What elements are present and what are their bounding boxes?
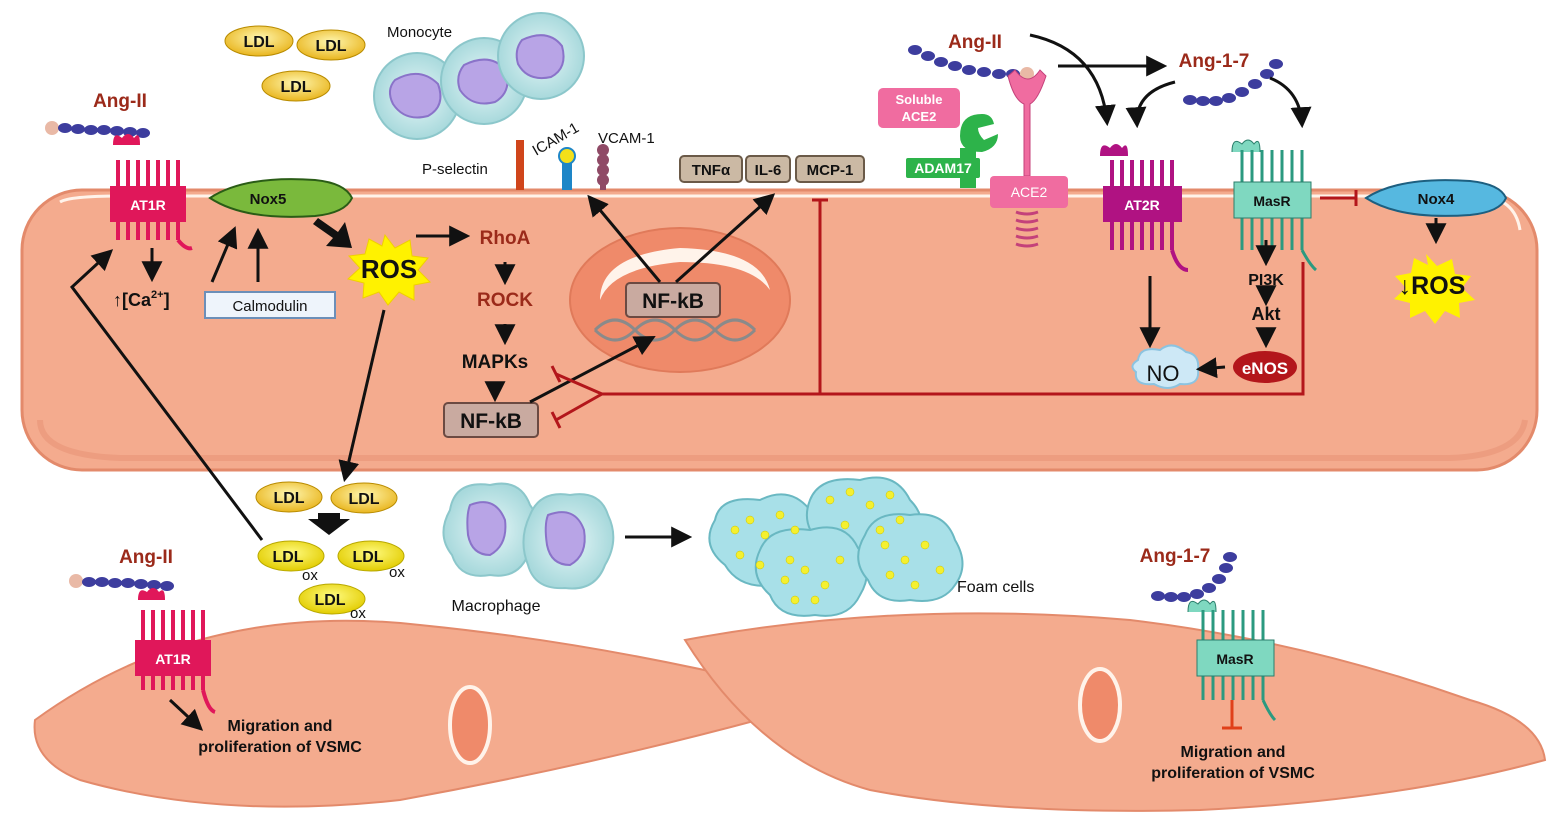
akt-label: Akt	[1251, 304, 1280, 324]
nox4-label: Nox4	[1418, 191, 1455, 208]
ang17-peptide-top	[1183, 59, 1283, 106]
adam17-label: ADAM17	[914, 160, 972, 176]
pselectin-icon	[516, 140, 524, 190]
macrophage-icon	[442, 482, 615, 590]
vsmc-left	[33, 619, 834, 808]
foam-cells-label: Foam cells	[957, 579, 1034, 596]
il6-label: IL-6	[755, 162, 782, 179]
vsmc-left-nucleus	[448, 685, 492, 765]
ace2-receptor-icon	[990, 69, 1068, 248]
monocyte-icon	[373, 12, 585, 140]
nfkb-cyto-label: NF-kB	[460, 410, 522, 433]
ang2-top-label: Ang-II	[948, 32, 1002, 53]
mcp1-box	[795, 155, 865, 183]
dna-icon	[593, 318, 757, 342]
nox5-icon	[208, 178, 354, 218]
mcp1-label: MCP-1	[807, 162, 854, 179]
ldl-top-3: LDL	[280, 79, 311, 96]
calmodulin-label: Calmodulin	[232, 298, 307, 315]
at1r-bottom-label: AT1R	[155, 651, 191, 667]
ldl-top-group	[224, 25, 366, 102]
ldl-top-2: LDL	[315, 38, 346, 55]
adam17-box	[906, 158, 980, 178]
soluble-ace2-label-1: Soluble	[896, 92, 943, 107]
ldl-top-1: LDL	[243, 34, 274, 51]
ace2-label: ACE2	[1011, 184, 1048, 200]
ang2-bottom-label: Ang-II	[119, 547, 173, 568]
tnf-box	[679, 155, 743, 183]
activation-arrows	[69, 33, 1447, 731]
cell-shadow	[37, 419, 1528, 461]
inhibition-bottom	[1222, 700, 1242, 730]
ros-burst-icon	[346, 233, 432, 306]
ldl-oxidation-arrow	[308, 513, 350, 535]
mapks-label: MAPKs	[462, 352, 529, 373]
calcium-label: ↑[Ca2+]	[113, 289, 170, 310]
nfkb-nucleus-box	[625, 282, 721, 318]
soluble-ace2-box	[878, 88, 960, 128]
masr-label: MasR	[1253, 193, 1290, 209]
at1r-bottom-receptor-icon	[135, 588, 216, 714]
ang17-peptide-bottom	[1151, 552, 1237, 602]
ldl-ox-3-sub: ox	[350, 605, 366, 622]
il6-box	[745, 155, 791, 183]
nfkb-nucleus-label: NF-kB	[642, 290, 704, 313]
ldl-bottom-2: LDL	[348, 491, 379, 508]
tnf-label: TNFα	[692, 162, 731, 179]
ldl-ox-3: LDL	[314, 592, 345, 609]
monocyte-label: Monocyte	[387, 24, 452, 41]
macrophage-label: Macrophage	[452, 598, 541, 615]
migration-right-line2: proliferation of VSMC	[1151, 765, 1315, 782]
ang2-peptide-bottom	[69, 574, 174, 591]
ldl-bottom-group	[255, 481, 405, 615]
ldl-bottom-1: LDL	[273, 490, 304, 507]
nox4-icon	[1364, 179, 1508, 217]
nfkb-cyto-box	[443, 402, 539, 438]
ldl-ox-2: LDL	[352, 549, 383, 566]
vcam-icon	[597, 144, 609, 190]
at1r-receptor-icon	[110, 134, 193, 251]
enos-ellipse	[1233, 351, 1297, 383]
nox5-label: Nox5	[250, 191, 287, 208]
pselectin-label: P-selectin	[422, 161, 488, 178]
at1r-label: AT1R	[130, 197, 166, 213]
migration-left-line2: proliferation of VSMC	[198, 739, 362, 756]
at2r-label: AT2R	[1124, 197, 1160, 213]
at2r-receptor-icon	[1100, 144, 1189, 272]
vcam-label: VCAM-1	[598, 130, 655, 147]
adam17-scissor-icon	[960, 114, 998, 152]
nox5-to-ros-arrow	[313, 218, 352, 248]
migration-right-line1: Migration and	[1181, 744, 1286, 761]
ros-down-burst-icon	[1394, 254, 1475, 324]
ros-down-label: ↓ROS	[1399, 272, 1466, 300]
ldl-ox-1-sub: ox	[302, 567, 318, 584]
no-cloud	[1131, 344, 1200, 389]
ldl-ox-2-sub: ox	[389, 564, 405, 581]
ros-label: ROS	[361, 254, 417, 284]
inhibition-lines	[550, 190, 1358, 429]
ang2-left-label: Ang-II	[93, 91, 147, 112]
icam-icon	[558, 147, 576, 190]
cell-highlight	[59, 194, 1522, 231]
masr-receptor-icon	[1231, 139, 1318, 272]
foam-cells-icon	[708, 476, 964, 617]
ang2-peptide-left	[45, 121, 150, 138]
vsmc-right-nucleus	[1078, 667, 1122, 743]
migration-left-line1: Migration and	[228, 718, 333, 735]
soluble-ace2-label-2: ACE2	[902, 109, 937, 124]
rock-label: ROCK	[477, 290, 533, 311]
ang17-top-label: Ang-1-7	[1179, 51, 1250, 72]
masr-bottom-label: MasR	[1216, 651, 1253, 667]
rhoa-label: RhoA	[480, 228, 531, 249]
calmodulin-box	[204, 291, 336, 319]
enos-label: eNOS	[1242, 359, 1288, 378]
masr-bottom-receptor-icon	[1187, 599, 1277, 722]
ang17-bottom-label: Ang-1-7	[1140, 546, 1211, 567]
pi3k-label: PI3K	[1248, 272, 1284, 289]
ldl-ox-1: LDL	[272, 549, 303, 566]
no-label: NO	[1147, 361, 1180, 386]
